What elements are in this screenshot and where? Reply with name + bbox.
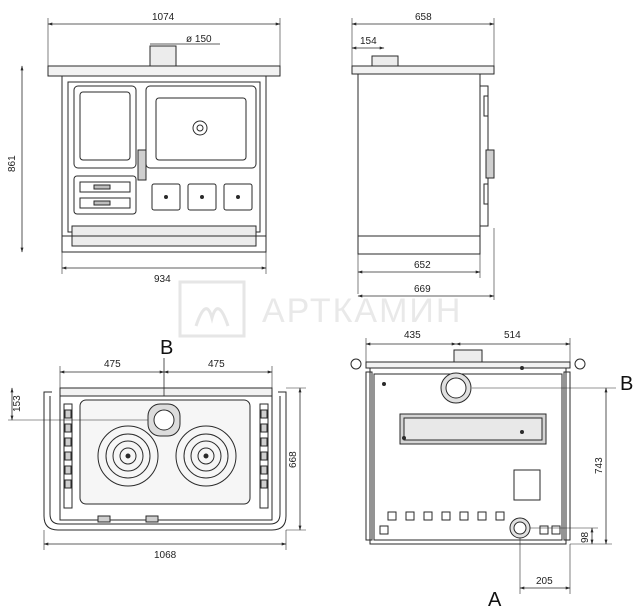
dim-front-width-body: 934 [154,274,171,285]
dim-rear-bottom-outlet-height: 98 [580,531,591,543]
front-view [47,45,281,253]
watermark-logo-icon [178,280,246,338]
dim-top-half-right: 475 [208,359,225,370]
dim-side-depth-overall: 669 [414,284,431,295]
dim-top-width: 1068 [154,550,177,561]
dim-side-depth-body: 652 [414,260,431,271]
dim-front-height: 861 [7,155,18,172]
front-view-dimensions: 1074 ø 150 861 934 [7,12,281,285]
dim-side-flue-offset: 154 [360,36,377,47]
watermark: АРТКАМИН [178,280,462,338]
dim-top-half-left: 475 [104,359,121,370]
dim-rear-left-offset: 435 [404,330,421,341]
watermark-text: АРТКАМИН [262,292,462,330]
top-view [43,387,287,531]
dim-rear-flue-height: 743 [594,457,605,474]
dim-flue-diameter: ø 150 [186,34,212,45]
section-marker-a-rear: A [488,589,502,611]
dim-side-depth-top: 658 [415,12,432,23]
dim-top-depth: 668 [288,451,299,468]
dim-rear-right-offset: 514 [504,330,521,341]
dim-top-flue-from-back: 153 [12,395,23,412]
section-marker-b-top: B [160,337,173,359]
rear-view [350,349,586,545]
rear-view-dimensions: 435 514 B 743 98 205 A [365,330,633,611]
top-view-dimensions: B 475 475 153 668 1068 [8,337,306,561]
side-view [351,55,495,255]
side-view-dimensions: 658 154 652 669 [351,12,495,300]
section-marker-b-rear: B [620,373,633,395]
dim-front-width-top: 1074 [152,12,175,23]
dim-rear-bottom-outlet-offset: 205 [536,576,553,587]
